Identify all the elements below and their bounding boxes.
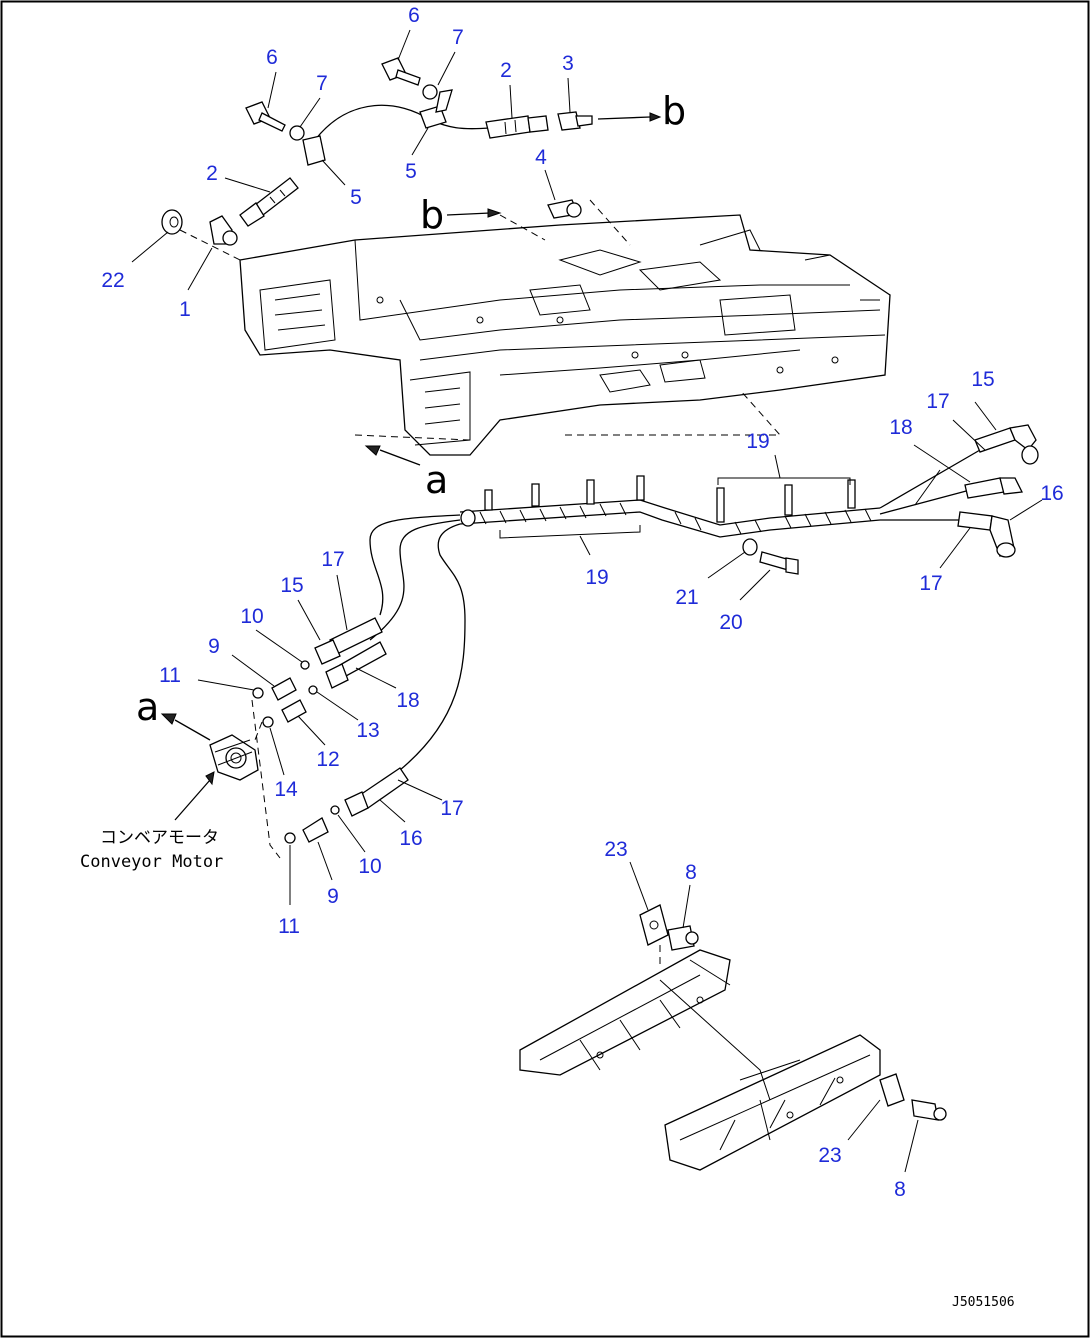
sensor-8-upper xyxy=(667,925,699,951)
o-ring-10-lower xyxy=(330,805,340,815)
callout-12: 12 xyxy=(316,748,339,771)
bracket-23-upper xyxy=(639,904,669,946)
fitting-18-right xyxy=(964,445,1039,499)
callout-23-lower: 23 xyxy=(818,1144,841,1167)
bolt-20 xyxy=(759,551,799,575)
dashed-leaders-upper xyxy=(179,199,782,441)
clamp-5-top xyxy=(419,89,453,129)
callout-leaders xyxy=(131,29,1043,1173)
connector-4 xyxy=(547,199,582,219)
connector-3 xyxy=(557,111,593,131)
callout-2-top: 2 xyxy=(500,59,512,82)
callout-16-right: 16 xyxy=(1040,482,1063,505)
sensor-cable-upper xyxy=(314,104,491,141)
callout-4: 4 xyxy=(535,146,547,169)
o-ring-13 xyxy=(308,685,318,695)
callout-18-left: 18 xyxy=(396,689,419,712)
fitting-15-right xyxy=(974,424,1037,453)
callout-8-upper: 8 xyxy=(685,861,697,884)
callout-5-top: 5 xyxy=(405,160,417,183)
o-ring-11-lower xyxy=(284,832,296,844)
view-letter-b-right: b xyxy=(662,89,686,133)
callout-7-left: 7 xyxy=(316,72,328,95)
motor-leader xyxy=(174,779,211,821)
callout-15-left: 15 xyxy=(280,574,303,597)
arrow-a-motor xyxy=(174,719,211,741)
callout-20: 20 xyxy=(719,611,742,634)
adapter-12 xyxy=(281,699,307,723)
callout-14: 14 xyxy=(274,778,298,801)
washer-7-left xyxy=(289,125,305,141)
sensor-2-top xyxy=(485,115,549,139)
bracket-23-lower xyxy=(879,1073,905,1107)
motor-caption-english: Conveyor Motor xyxy=(80,852,223,872)
hose-end-17-upper xyxy=(314,617,383,665)
elbow-fitting-1 xyxy=(209,215,238,246)
bolt-6-top xyxy=(381,57,421,86)
callout-10-lower: 10 xyxy=(358,855,381,878)
o-ring-10-upper xyxy=(300,660,310,670)
callout-17-right-bottom: 17 xyxy=(919,572,942,595)
adapter-9-lower xyxy=(302,817,329,843)
callout-18-right: 18 xyxy=(889,416,912,439)
arrow-b-main xyxy=(446,212,491,216)
bracket-19-top xyxy=(717,477,851,485)
bolt-6-left xyxy=(245,101,286,132)
callout-19-top: 19 xyxy=(746,430,769,453)
fitting-16-right xyxy=(957,511,1016,558)
callout-8-lower: 8 xyxy=(894,1178,906,1201)
washer-7-top xyxy=(422,84,438,100)
callout-labels: 6 7 6 7 2 3 2 5 5 4 22 1 15 17 18 19 16 … xyxy=(101,4,1063,1201)
view-letter-b-main: b xyxy=(420,193,444,237)
o-ring-11-upper xyxy=(252,687,264,699)
callout-9-lower: 9 xyxy=(327,885,339,908)
view-letter-a-main: a xyxy=(425,458,448,502)
callout-10-upper: 10 xyxy=(240,605,263,628)
callout-13: 13 xyxy=(356,719,379,742)
bracket-19-bottom xyxy=(499,525,641,539)
callout-16-left: 16 xyxy=(399,827,422,850)
callout-19-bottom: 19 xyxy=(585,566,608,589)
hose-end-17-lower xyxy=(344,767,409,817)
callout-5-left: 5 xyxy=(350,186,362,209)
callout-17-left-bottom: 17 xyxy=(440,797,463,820)
callout-23-upper: 23 xyxy=(604,838,627,861)
arrow-a-main xyxy=(379,449,421,466)
callout-11-upper: 11 xyxy=(159,664,181,687)
hose-harness xyxy=(369,449,981,771)
cap-22 xyxy=(161,209,183,235)
callout-7-top: 7 xyxy=(452,26,464,49)
callout-6-top: 6 xyxy=(408,4,420,27)
hose-end-18-left xyxy=(325,641,387,689)
callout-17-right-top: 17 xyxy=(926,390,949,413)
machine-frame-upper xyxy=(239,214,891,456)
o-ring-14 xyxy=(262,716,274,728)
callout-1: 1 xyxy=(179,298,191,321)
sensor-2-left xyxy=(239,177,299,227)
callout-3: 3 xyxy=(562,52,574,75)
callout-21: 21 xyxy=(675,586,698,609)
callout-2-left: 2 xyxy=(206,162,218,185)
callout-17-left-top: 17 xyxy=(321,548,344,571)
motor-caption-japanese: コンベアモータ xyxy=(100,828,219,848)
sensor-8-lower xyxy=(911,1099,947,1121)
assembly-axis xyxy=(251,699,281,859)
callout-15-right: 15 xyxy=(971,368,994,391)
callout-22: 22 xyxy=(101,269,124,292)
callout-6-left: 6 xyxy=(266,46,278,69)
washer-21 xyxy=(742,538,758,556)
adapter-9-upper xyxy=(271,677,297,701)
clamp-5-left xyxy=(302,135,326,166)
machine-frame-lower xyxy=(519,949,881,1171)
conveyor-motor xyxy=(209,734,259,781)
arrow-to-b xyxy=(597,116,651,120)
callout-9-upper: 9 xyxy=(208,635,220,658)
callout-11-lower: 11 xyxy=(278,915,300,938)
view-letter-a-motor: a xyxy=(136,685,159,729)
drawing-code: J5051506 xyxy=(952,1295,1015,1310)
